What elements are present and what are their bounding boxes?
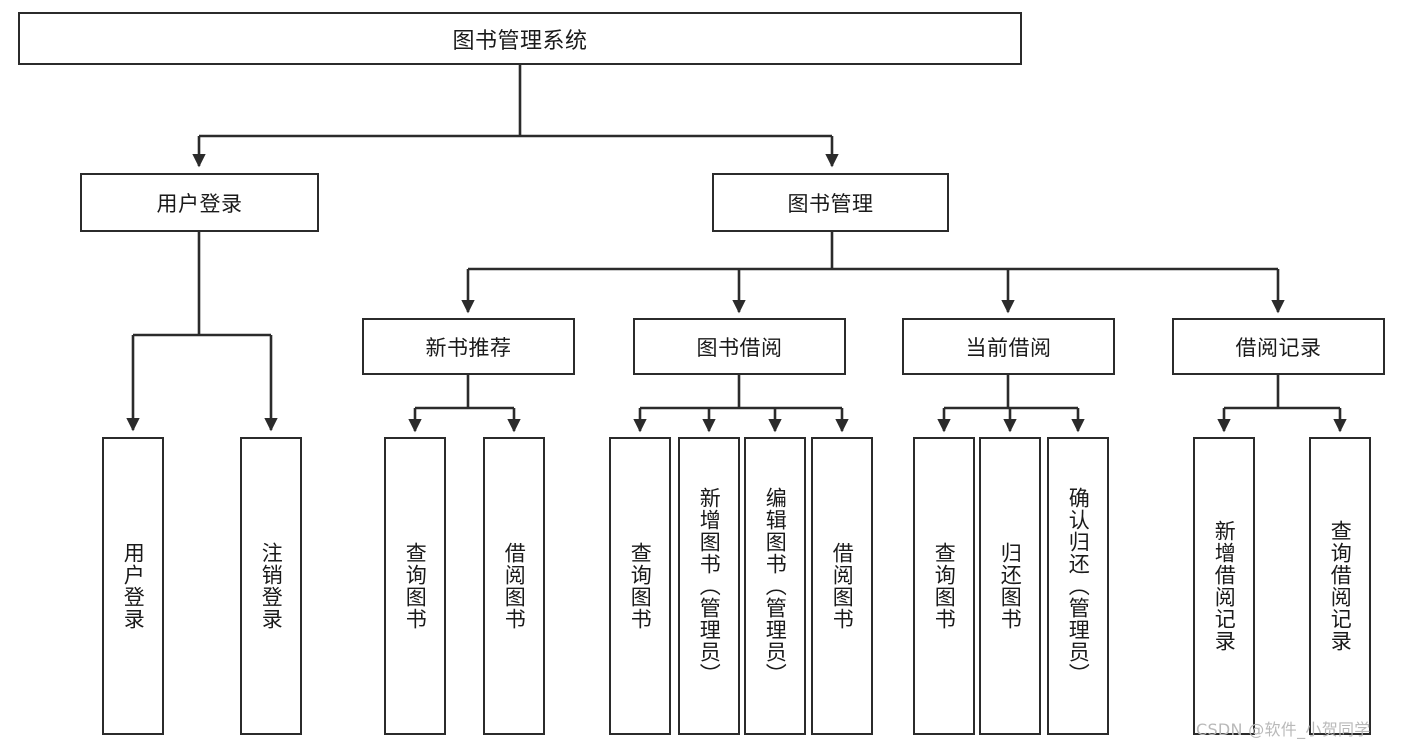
- node-leaf-logout-login-label: 注销登录: [259, 542, 284, 630]
- node-leaf-borrow-book-1[interactable]: 借阅图书: [483, 437, 545, 735]
- node-leaf-query-book-1-label: 查询图书: [403, 542, 428, 630]
- node-leaf-confirm-return[interactable]: 确认归还（管理员）: [1047, 437, 1109, 735]
- node-leaf-add-record-label: 新增借阅记录: [1212, 520, 1237, 652]
- node-leaf-borrow-book-1-label: 借阅图书: [502, 542, 527, 630]
- node-leaf-logout-login[interactable]: 注销登录: [240, 437, 302, 735]
- node-leaf-query-book-3[interactable]: 查询图书: [913, 437, 975, 735]
- node-leaf-edit-book[interactable]: 编辑图书（管理员）: [744, 437, 806, 735]
- node-leaf-query-record[interactable]: 查询借阅记录: [1309, 437, 1371, 735]
- node-leaf-query-book-2[interactable]: 查询图书: [609, 437, 671, 735]
- node-leaf-user-login-label: 用户登录: [121, 542, 146, 630]
- node-user-login[interactable]: 用户登录: [80, 173, 319, 232]
- node-new-book-recommend[interactable]: 新书推荐: [362, 318, 575, 375]
- node-leaf-add-record[interactable]: 新增借阅记录: [1193, 437, 1255, 735]
- node-borrow-record[interactable]: 借阅记录: [1172, 318, 1385, 375]
- node-leaf-return-book[interactable]: 归还图书: [979, 437, 1041, 735]
- node-leaf-user-login[interactable]: 用户登录: [102, 437, 164, 735]
- node-leaf-query-record-label: 查询借阅记录: [1328, 520, 1353, 652]
- node-leaf-borrow-book-2[interactable]: 借阅图书: [811, 437, 873, 735]
- node-leaf-confirm-return-label: 确认归还（管理员）: [1066, 487, 1091, 685]
- node-root[interactable]: 图书管理系统: [18, 12, 1022, 65]
- node-leaf-add-book[interactable]: 新增图书（管理员）: [678, 437, 740, 735]
- node-leaf-borrow-book-2-label: 借阅图书: [830, 542, 855, 630]
- node-book-manage[interactable]: 图书管理: [712, 173, 949, 232]
- node-book-borrow[interactable]: 图书借阅: [633, 318, 846, 375]
- node-leaf-query-book-3-label: 查询图书: [932, 542, 957, 630]
- node-leaf-return-book-label: 归还图书: [998, 542, 1023, 630]
- node-current-borrow[interactable]: 当前借阅: [902, 318, 1115, 375]
- node-leaf-query-book-2-label: 查询图书: [628, 542, 653, 630]
- node-leaf-edit-book-label: 编辑图书（管理员）: [763, 487, 788, 685]
- node-leaf-add-book-label: 新增图书（管理员）: [697, 487, 722, 685]
- node-leaf-query-book-1[interactable]: 查询图书: [384, 437, 446, 735]
